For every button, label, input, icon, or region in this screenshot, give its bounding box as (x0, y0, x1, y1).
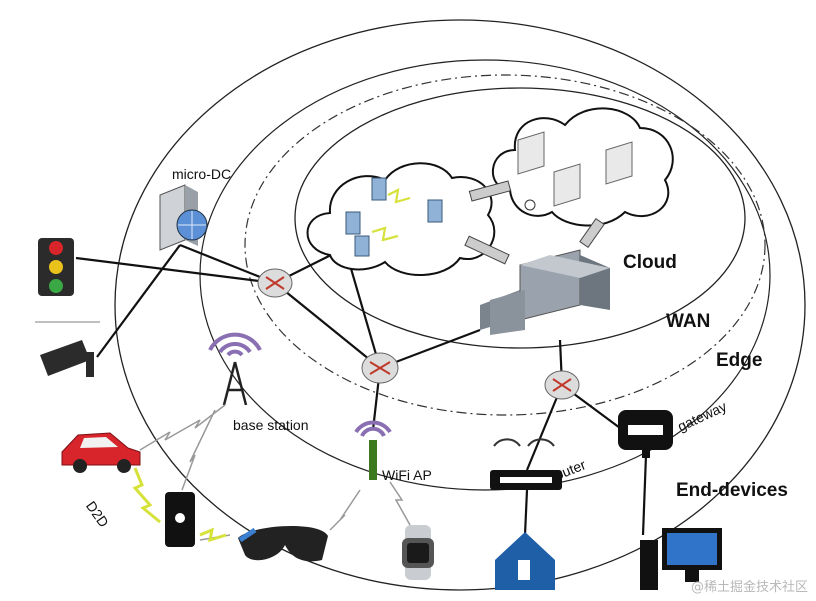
smart-home-icon (495, 532, 555, 590)
end-devices-label: End-devices (676, 480, 788, 501)
wifi-ap-label: WiFi AP (382, 467, 432, 483)
wan-label: WAN (666, 311, 711, 332)
router-icon (544, 370, 580, 400)
desktop-computer-icon (640, 528, 722, 590)
private-cloud-shape (306, 162, 496, 276)
gateway-icon (618, 410, 673, 458)
router-icon (257, 268, 293, 298)
base-station-icon (208, 332, 262, 406)
wifi-router-icon (490, 438, 562, 490)
phone-glasses-lightning (199, 527, 227, 543)
micro-dc-server-icon (159, 184, 208, 251)
micro-dc-label: micro-DC (172, 166, 232, 182)
cloud-boundary (294, 87, 746, 349)
cloud-server-rack-icon (345, 177, 443, 257)
cloud-link-lightning (371, 188, 411, 242)
wifi-ap-icon (354, 420, 392, 480)
base-station-label: base station (233, 417, 309, 433)
router-icon (361, 352, 399, 384)
security-camera-icon (40, 340, 94, 377)
cloud-servers-icon (517, 131, 633, 211)
cloud-label: Cloud (623, 252, 677, 273)
smartphone-icon (165, 492, 195, 547)
smart-glasses-icon (238, 525, 328, 562)
end-devices-boundary (114, 19, 806, 591)
watermark: @稀土掘金技术社区 (690, 580, 808, 595)
d2d-lightning (132, 467, 161, 524)
wan-boundary (244, 74, 766, 416)
edge-label: Edge (716, 350, 763, 371)
car-icon (61, 432, 141, 473)
wan-tunnels (464, 180, 605, 265)
traffic-light-icon (38, 238, 74, 296)
data-center-icon (480, 249, 610, 335)
edge-boundary (199, 59, 771, 491)
smartwatch-icon (402, 525, 434, 580)
